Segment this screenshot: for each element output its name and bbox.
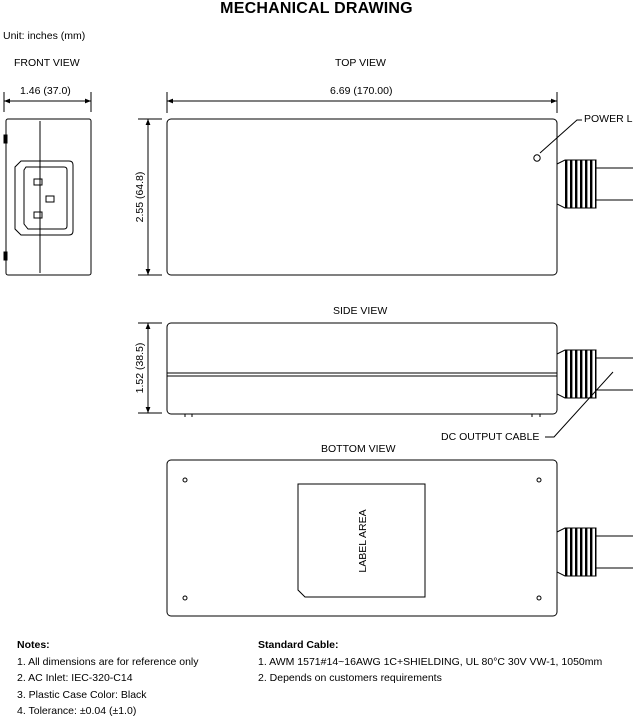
notes-heading: Notes: — [17, 639, 50, 651]
top-view — [138, 92, 633, 276]
note-item: 3. Plastic Case Color: Black — [17, 688, 147, 701]
front-view — [3, 92, 92, 276]
power-led-indicator — [533, 154, 541, 162]
top-view-case — [166, 118, 558, 276]
dim-depth-label: 2.55 (64.8) — [134, 172, 146, 223]
ac-inlet-iec-c14 — [14, 160, 74, 236]
cable-item: 2. Depends on customers requirements — [258, 672, 442, 684]
screw-hole — [182, 595, 188, 601]
standard-cable-section: Standard Cable: 1. AWM 1571#14~16AWG 1C+… — [258, 637, 602, 687]
side-view-label: SIDE VIEW — [333, 305, 388, 317]
cable-item: 1. AWM 1571#14~16AWG 1C+SHIELDING, UL 80… — [258, 655, 603, 668]
screw-hole — [182, 477, 188, 483]
notes-section: Notes: 1. All dimensions are for referen… — [17, 637, 199, 720]
note-item: 1. All dimensions are for reference only — [17, 655, 199, 668]
bottom-view-label: BOTTOM VIEW — [321, 443, 396, 455]
screw-hole — [536, 595, 542, 601]
dc-output-cable-leader — [545, 371, 614, 438]
side-view-case — [166, 322, 558, 415]
top-cable-strain-relief — [556, 159, 633, 209]
bottom-view — [166, 459, 633, 617]
dim-width-label: 1.46 (37.0) — [20, 85, 71, 97]
note-item: 4. Tolerance: ±0.04 (±1.0) — [17, 705, 137, 717]
screw-hole — [536, 477, 542, 483]
side-cable-strain-relief — [556, 349, 633, 399]
dc-output-cable-label: DC OUTPUT CABLE — [441, 431, 540, 443]
power-led-leader — [539, 119, 582, 154]
label-area-box — [297, 483, 426, 598]
standard-cable-heading: Standard Cable: — [258, 639, 339, 651]
dim-length-label: 6.69 (170.00) — [330, 85, 393, 97]
dim-height-label: 1.52 (38.5) — [134, 343, 146, 394]
power-led-label: POWER LED — [584, 113, 633, 125]
bottom-cable-strain-relief — [556, 527, 633, 577]
unit-label: Unit: inches (mm) — [3, 30, 86, 42]
label-area-text: LABEL AREA — [357, 509, 369, 572]
front-view-label: FRONT VIEW — [14, 57, 80, 69]
page-title: MECHANICAL DRAWING — [220, 0, 413, 17]
top-view-label: TOP VIEW — [335, 57, 386, 69]
note-item: 2. AC Inlet: IEC-320-C14 — [17, 672, 133, 684]
side-view — [138, 322, 633, 438]
